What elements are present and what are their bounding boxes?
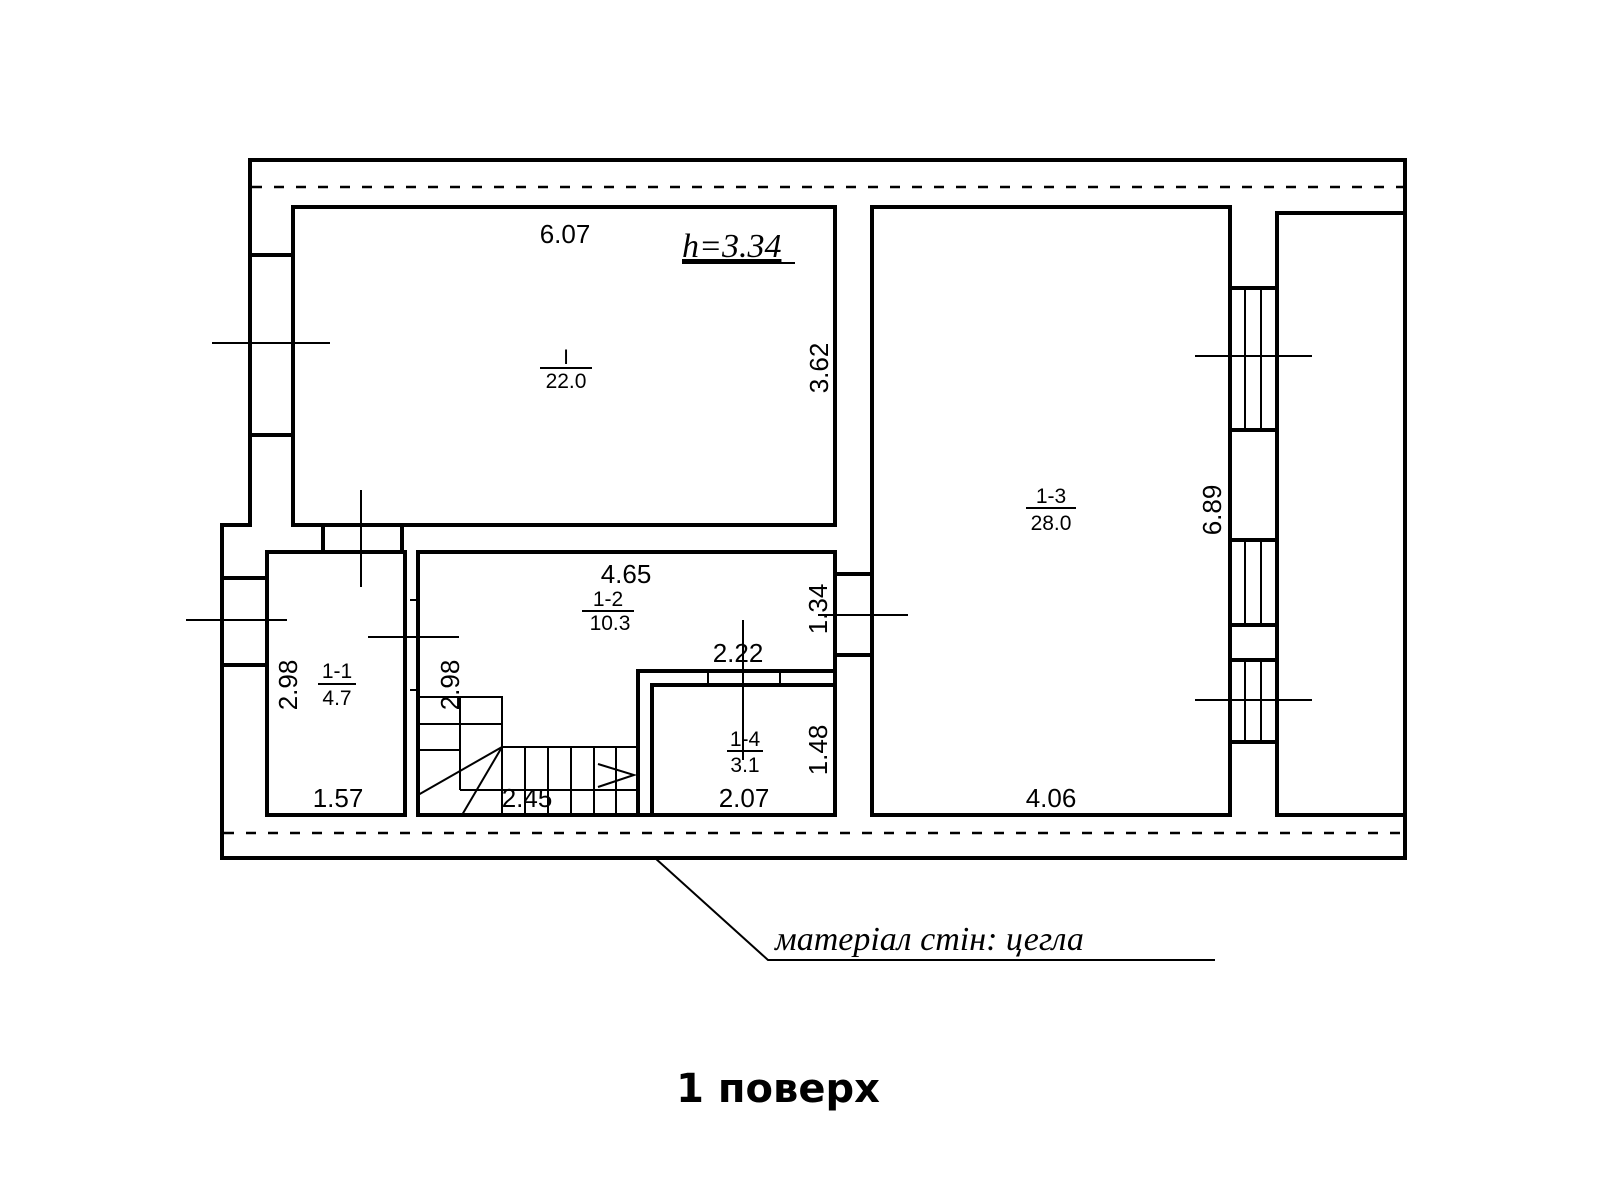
room-1-1-area: 4.7 — [322, 687, 351, 710]
room-1-4-id: 1-4 — [730, 728, 761, 751]
staircase — [417, 696, 638, 816]
room-1-2-depth2: 1.34 — [803, 584, 833, 635]
room-1-2-id: 1-2 — [593, 588, 623, 611]
room-1-1-depth: 2.98 — [273, 660, 303, 711]
room-1-4-area: 3.1 — [730, 754, 759, 777]
window-left-lower — [186, 576, 287, 667]
window-right-middle — [1228, 538, 1279, 627]
window-left-upper — [212, 253, 330, 437]
room-I-depth: 3.62 — [804, 343, 834, 394]
right-strip — [1275, 211, 1407, 817]
window-right-lower — [1195, 658, 1312, 744]
room-1-3-area: 28.0 — [1031, 512, 1072, 535]
stair-arrow — [597, 763, 638, 788]
leader-line — [654, 857, 1215, 961]
room-I-width: 6.07 — [540, 219, 591, 249]
room-1-4-depth: 1.48 — [803, 725, 833, 776]
room-1-2-width2: 2.45 — [502, 783, 553, 813]
floor-title: 1 поверх — [676, 1066, 880, 1112]
door-1-1 — [321, 490, 404, 587]
pier-1 — [1228, 428, 1279, 542]
room-I-area: 22.0 — [546, 370, 587, 393]
room-1-4-width2: 2.22 — [713, 638, 764, 668]
room-1-3-width: 4.06 — [1026, 783, 1077, 813]
room-1-1-width: 1.57 — [313, 783, 364, 813]
room-1-4-width: 2.07 — [719, 783, 770, 813]
room-1-3-depth: 6.89 — [1197, 485, 1227, 536]
room-1-2-width: 4.65 — [601, 559, 652, 589]
room-I-id: I — [563, 346, 569, 369]
room-1-2-area: 10.3 — [590, 612, 631, 635]
room-1-1-id: 1-1 — [322, 660, 352, 683]
room-1-4-partition — [636, 669, 835, 815]
room-1-3 — [870, 205, 1232, 817]
ceiling-height: h=3.34 — [682, 228, 781, 265]
door-1-3 — [818, 572, 908, 657]
door-1-2 — [368, 599, 459, 691]
window-right-upper — [1195, 286, 1312, 432]
room-1-3-id: 1-3 — [1036, 485, 1066, 508]
outer-wall — [220, 158, 1407, 860]
pier-2 — [1228, 623, 1279, 662]
wall-material-note: матеріал стін: цегла — [774, 921, 1084, 958]
room-1-2-depth: 2.98 — [435, 660, 465, 711]
